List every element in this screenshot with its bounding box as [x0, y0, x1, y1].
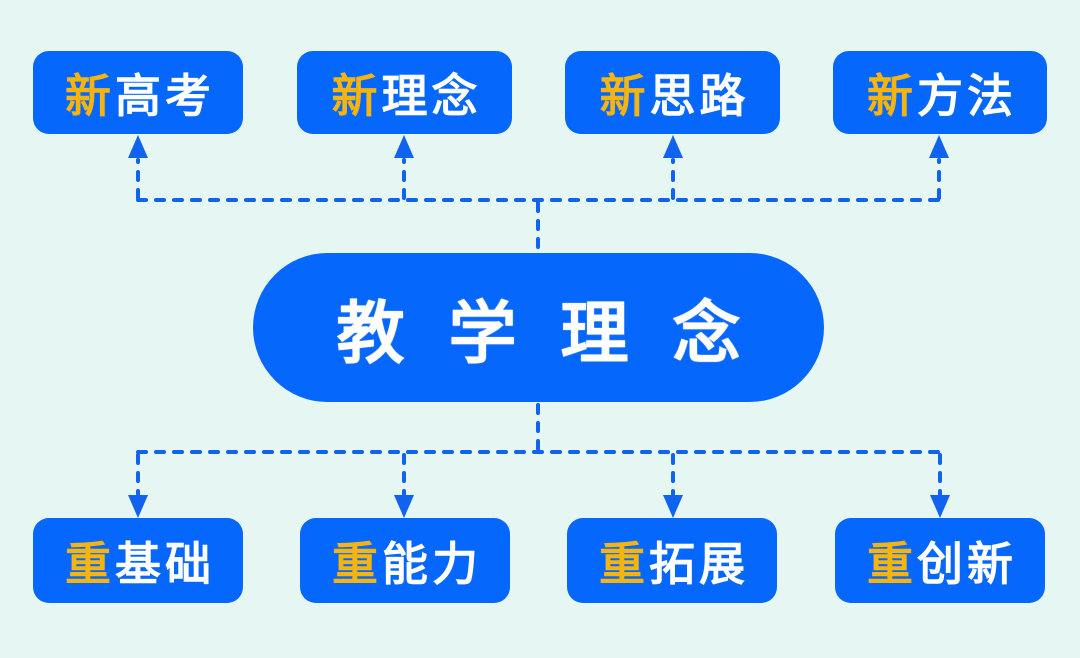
node-label: 重创新 — [867, 528, 1017, 594]
arrowhead-down-icon — [128, 495, 148, 518]
arrowhead-up-icon — [394, 135, 414, 158]
node-label-highlight: 新 — [599, 69, 650, 122]
node-label-rest: 拓展 — [649, 537, 749, 590]
node-emphasize-ability: 重能力 — [300, 518, 510, 603]
node-label: 重基础 — [65, 528, 215, 594]
node-label-rest: 基础 — [115, 537, 215, 590]
node-label: 新理念 — [332, 60, 482, 126]
node-label-rest: 思路 — [649, 69, 750, 122]
node-emphasize-foundation: 重基础 — [33, 518, 243, 603]
arrowhead-down-icon — [930, 495, 950, 518]
arrowhead-up-icon — [128, 135, 148, 158]
node-emphasize-expansion: 重拓展 — [567, 518, 777, 603]
node-teaching-philosophy: 教学理念 — [253, 253, 824, 402]
node-label: 重能力 — [332, 528, 482, 594]
node-label-highlight: 重 — [599, 537, 649, 590]
node-label-rest: 创新 — [917, 537, 1017, 590]
node-label-rest: 理念 — [381, 69, 482, 122]
center-title: 教学理念 — [336, 296, 785, 372]
arrowhead-down-icon — [394, 495, 414, 518]
node-new-approach: 新思路 — [565, 51, 780, 134]
node-label: 新思路 — [600, 60, 750, 126]
node-label-rest: 方法 — [917, 69, 1017, 122]
node-label-rest: 高考 — [115, 69, 215, 122]
arrowhead-up-icon — [663, 135, 683, 158]
node-label: 新方法 — [867, 60, 1017, 126]
node-label: 重拓展 — [599, 528, 749, 594]
node-new-gaokao: 新高考 — [33, 51, 243, 134]
node-label-highlight: 新 — [331, 69, 382, 122]
arrowhead-up-icon — [929, 135, 949, 158]
node-label-rest: 能力 — [382, 537, 482, 590]
node-label-highlight: 重 — [65, 537, 115, 590]
node-new-method: 新方法 — [833, 51, 1047, 134]
node-label-highlight: 新 — [65, 69, 115, 122]
node-label: 新高考 — [65, 60, 215, 126]
node-label-highlight: 新 — [867, 69, 917, 122]
node-label-highlight: 重 — [332, 537, 382, 590]
node-new-concept: 新理念 — [297, 51, 512, 134]
node-emphasize-innovation: 重创新 — [835, 518, 1045, 603]
node-label-highlight: 重 — [867, 537, 917, 590]
arrowhead-down-icon — [663, 495, 683, 518]
